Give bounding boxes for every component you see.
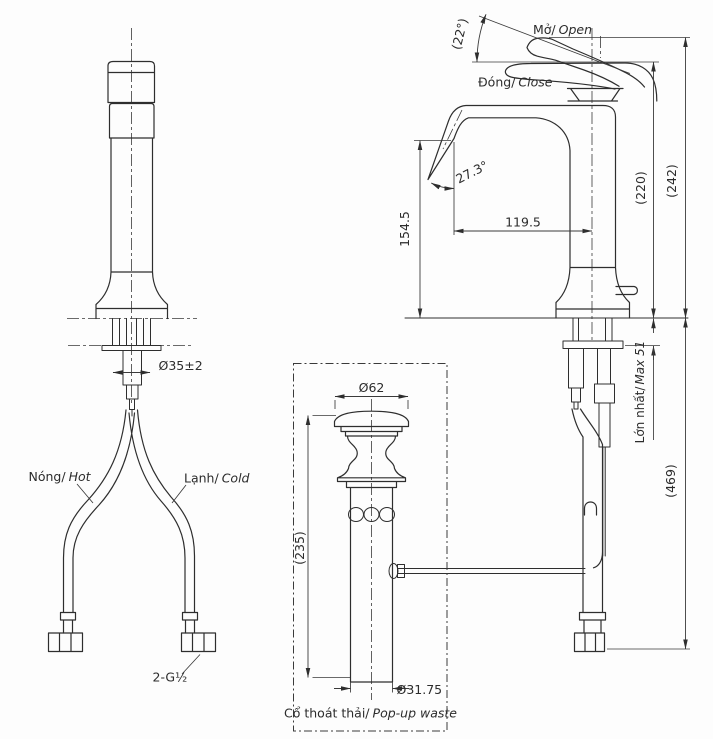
thread-size-label: 2-G½ <box>153 670 188 685</box>
popup-waste-detail: Ø62 (235) Ø31.75 Cổ thoát thải/Pop-up wa… <box>284 363 457 732</box>
overflow-hole <box>379 507 395 522</box>
supply-hoses-outline <box>59 409 199 634</box>
front-body-outline <box>95 60 169 320</box>
popup-extension-lines <box>312 400 409 693</box>
open-angle-label: (22°) <box>448 17 470 52</box>
front-counter-lines <box>67 318 197 346</box>
shank-diameter-label: Ø35±2 <box>159 358 203 373</box>
spout-angle-label: 27.3° <box>453 158 490 187</box>
popup-rod-horizontal <box>397 564 586 578</box>
side-body-outline <box>427 104 638 319</box>
spout-height-label: 154.5 <box>397 211 412 247</box>
side-centerlines <box>442 28 601 340</box>
height-closed-label: (220) <box>633 171 648 205</box>
cap-diameter-label: Ø62 <box>359 380 385 395</box>
tail-diameter-label: Ø31.75 <box>397 682 443 697</box>
cold-label: Lạnh/Cold <box>184 471 250 486</box>
overflow-holes <box>348 507 395 522</box>
label-leader-lines <box>76 483 201 675</box>
side-hose-outline <box>571 408 607 653</box>
front-view: Ø35±2 Nóng/Hot Lạnh/Cold 2-G½ <box>29 28 250 685</box>
below-length-label: (469) <box>663 464 678 498</box>
reference-extension-lines <box>414 15 690 650</box>
height-open-label: (242) <box>664 164 679 198</box>
spout-reach-label: 119.5 <box>505 215 541 230</box>
popup-waste-outline <box>333 410 410 683</box>
close-label: Đóng/Close <box>478 75 553 90</box>
max-deck-label: Lớn nhất/Max 51 <box>633 341 647 444</box>
hot-label: Nóng/Hot <box>29 469 92 484</box>
front-shank-outline <box>101 318 162 417</box>
spout-angle-arc <box>430 182 455 191</box>
open-angle-arc <box>474 13 487 63</box>
popup-rod-ball-joint <box>388 563 399 579</box>
popup-waste-caption: Cổ thoát thải/Pop-up waste <box>284 706 457 721</box>
body-length-label: (235) <box>292 531 307 565</box>
side-view: Mở/Open Đóng/Close (22°) 27.3° 154.5 119… <box>388 13 690 653</box>
hose-nuts-outline <box>47 632 217 653</box>
detail-box-border <box>293 363 448 732</box>
side-underbody-outline <box>562 317 624 557</box>
open-label: Mở/Open <box>533 22 592 37</box>
